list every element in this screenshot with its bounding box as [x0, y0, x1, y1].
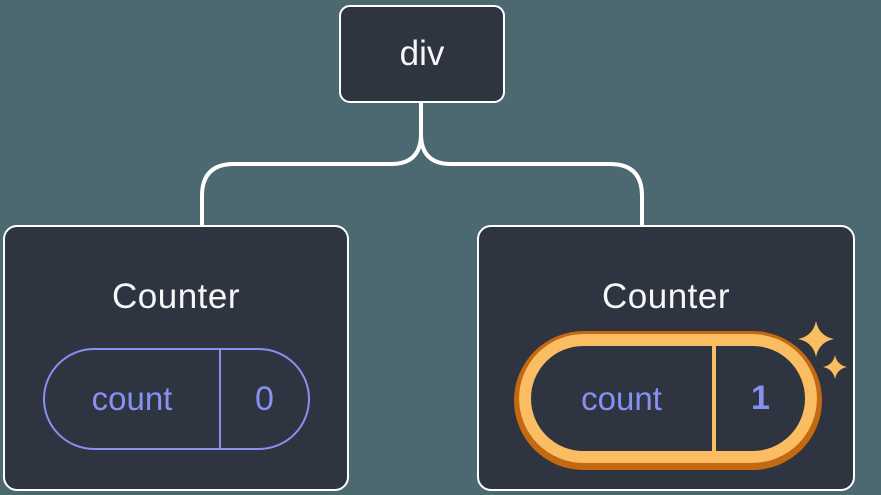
- div-node-label: div: [399, 34, 445, 73]
- state-pill: count 0: [43, 348, 310, 450]
- pill-divider: [219, 350, 221, 448]
- state-pill-highlighted: count 1: [519, 334, 817, 463]
- state-value: 0: [255, 379, 274, 418]
- state-key-label: count: [91, 380, 173, 417]
- pill-divider: [712, 346, 716, 451]
- counter-title: Counter: [111, 277, 241, 316]
- counter-title: Counter: [601, 277, 731, 316]
- counter-node-2: Counter count 1: [477, 225, 855, 491]
- state-key-label: count: [581, 379, 662, 417]
- counter-node-1: Counter count 0: [3, 225, 349, 491]
- div-node: div: [339, 5, 505, 103]
- state-value: 1: [751, 379, 770, 417]
- sparkles-icon: [798, 321, 847, 379]
